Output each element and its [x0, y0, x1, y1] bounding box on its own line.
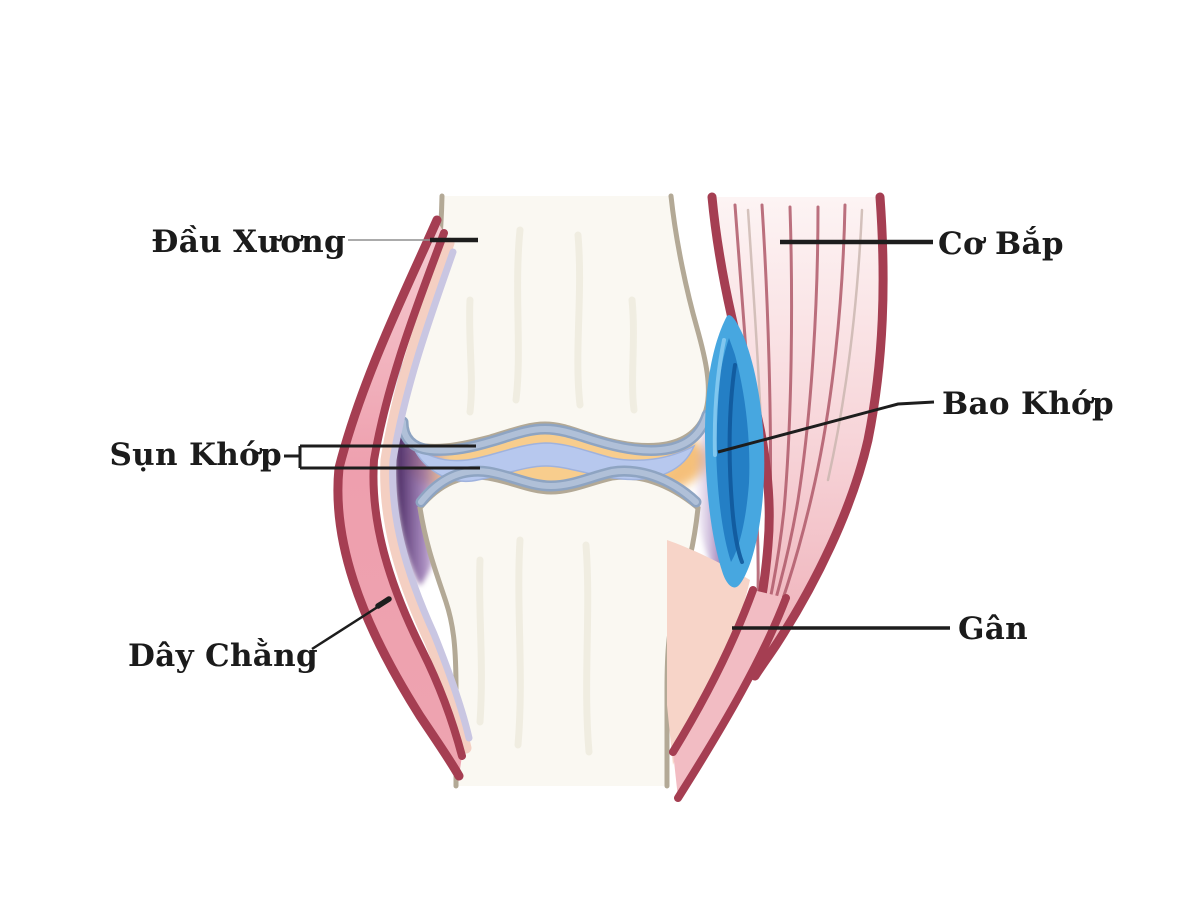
tendon-flesh-area	[667, 540, 750, 765]
tibia-bone	[420, 477, 698, 786]
leader-sun-khop-bracket	[284, 444, 480, 470]
ligament-inner-band	[369, 229, 466, 760]
label-dau-xuong: Đầu Xương	[151, 223, 346, 260]
label-bao-khop: Bao Khớp	[942, 386, 1114, 422]
bursa-highlight	[712, 338, 726, 457]
bursa	[705, 315, 765, 588]
leader-day-chang	[311, 599, 388, 651]
leader-day-chang-tip	[375, 596, 392, 609]
femur-texture	[466, 226, 638, 416]
leader-bao-khop	[717, 400, 935, 454]
ligament-outer-band	[333, 215, 464, 781]
articular-cartilage-upper	[397, 409, 713, 456]
articular-cartilage-lower	[415, 465, 702, 508]
leader-lines	[284, 237, 950, 651]
muscle-outer-band	[750, 192, 888, 681]
tendon-band-outer	[674, 594, 790, 802]
tendon-pink-fill	[673, 590, 786, 798]
tendon-right	[667, 540, 790, 802]
label-co-bap: Cơ Bắp	[938, 225, 1064, 262]
ligament-left	[333, 215, 473, 781]
bursa-inner-shade	[715, 338, 750, 562]
label-gan: Gân	[958, 611, 1028, 647]
tendon-band-inner	[669, 586, 757, 756]
cartilage-group	[397, 409, 713, 508]
ligament-flesh-strip	[380, 237, 472, 754]
labels: Đầu Xương Cơ Bắp Bao Khớp Sụn Khớp Dây C…	[110, 223, 1114, 674]
label-sun-khop: Sụn Khớp	[110, 437, 283, 473]
ligament-lavender-strip	[389, 248, 473, 742]
tibia-texture	[476, 536, 593, 756]
label-day-chang: Dây Chằng	[128, 637, 318, 674]
bursa-core-line	[727, 363, 744, 564]
